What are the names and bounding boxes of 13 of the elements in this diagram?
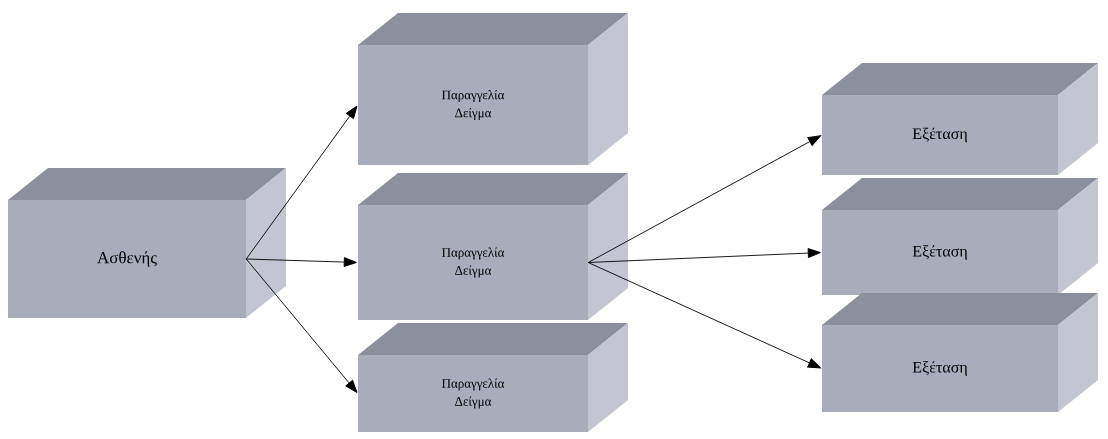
box-3d: Παραγγελία Δείγμα bbox=[358, 173, 628, 320]
box-3d: Παραγγελία Δείγμα bbox=[358, 13, 628, 165]
box-3d: Εξέταση bbox=[822, 178, 1098, 295]
box-3d: Εξέταση bbox=[822, 293, 1098, 412]
arrow bbox=[245, 257, 357, 267]
box-3d: Ασθενής bbox=[8, 168, 286, 318]
box-3d: Εξέταση bbox=[822, 63, 1098, 175]
arrow bbox=[245, 105, 358, 260]
arrow bbox=[587, 262, 822, 369]
box-3d: Παραγγελία Δείγμα bbox=[358, 323, 628, 432]
arrow bbox=[587, 135, 822, 263]
arrow bbox=[587, 248, 821, 263]
arrow bbox=[245, 258, 358, 393]
